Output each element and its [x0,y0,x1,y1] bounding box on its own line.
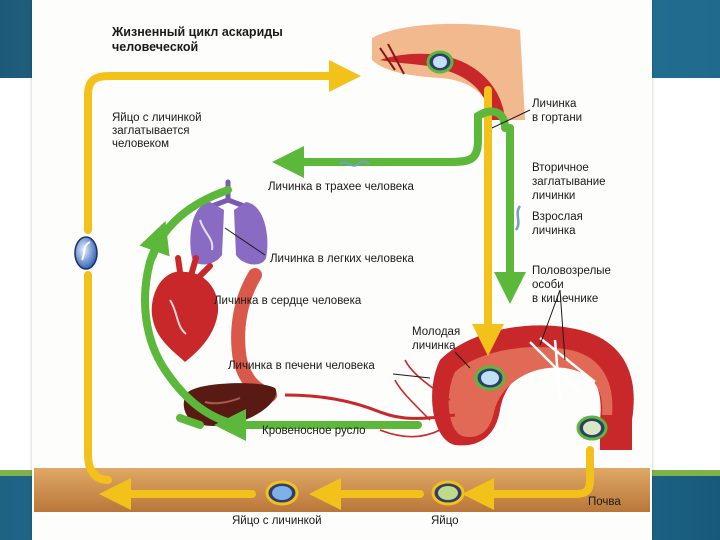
label-egg-larva: Яйцо с личинкой [232,515,322,527]
egg-mouth [426,50,454,74]
heart [151,255,219,362]
label-mature-2: особи [532,279,564,291]
label-young-1: Молодая [412,326,460,338]
larva-adult [514,205,522,231]
label-secondary-2: заглатывание [532,176,606,188]
label-larynx-2: в гортани [532,112,582,124]
label-adult-2: личинка [532,225,576,237]
egg-with-larva-left [74,236,98,270]
label-egg: Яйцо [431,515,459,527]
label-swallowed-3: человеком [112,138,169,150]
yellow-cycle-arrows [84,60,594,510]
label-heart: Личинка в сердце человека [214,295,362,307]
diagram-title-line-2: человеческой [112,40,198,54]
label-trachea: Личинка в трахее человека [268,181,414,193]
label-larynx-1: Личинка [532,98,577,110]
label-secondary-3: личинки [532,190,575,202]
egg-intestine-young [474,365,506,391]
larva-trachea [339,160,371,167]
egg-intestine-exit [576,415,608,441]
diagram-title-line-1: Жизненный цикл аскариды [111,25,283,39]
adult-worms [529,337,596,401]
lungs [190,179,268,265]
green-arrow-to-lungs [139,220,170,260]
label-mature-1: Половозрелые [532,265,611,277]
label-mature-3: в кишечнике [532,293,598,305]
label-blood: Кровеносное русло [262,425,366,437]
label-adult-1: Взрослая [532,211,583,223]
egg-soil [431,480,465,506]
label-lungs: Личинка в легких человека [270,253,415,265]
label-young-2: личинка [412,340,456,352]
label-swallowed-2: заглатывается [112,125,190,137]
label-soil: Почва [588,496,621,508]
label-liver: Личинка в печени человека [228,360,375,372]
label-leaders [224,109,566,379]
label-swallowed-1: Яйцо с личинкой [112,112,202,124]
egg-with-larva-soil [265,480,299,506]
human-head [372,23,525,120]
label-secondary-1: Вторичное [532,162,589,174]
